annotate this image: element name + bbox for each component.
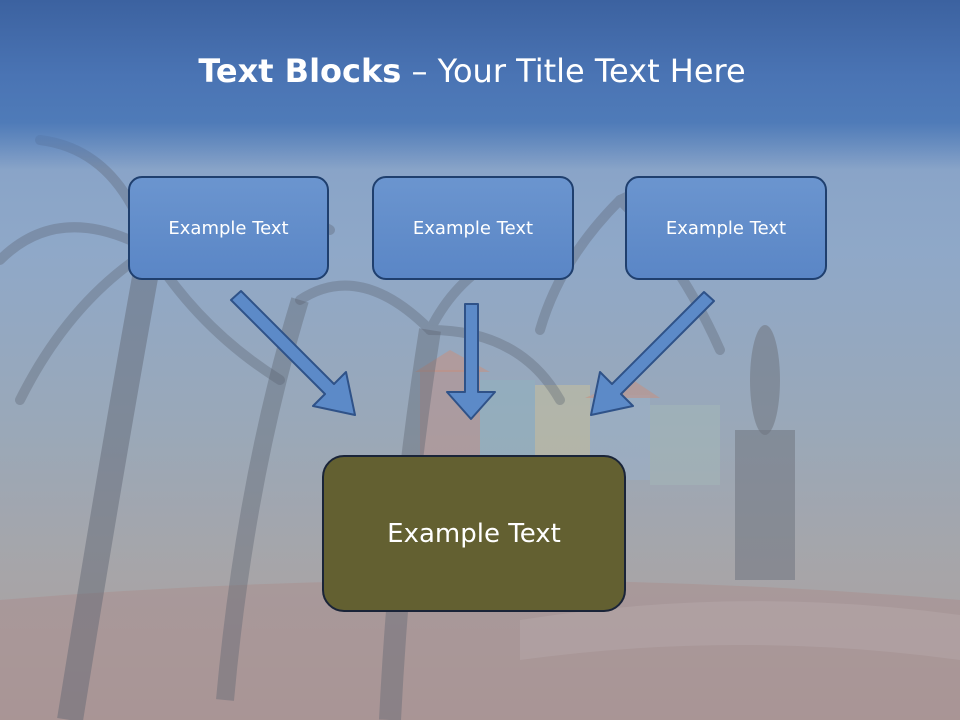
text-block-left-label: Example Text bbox=[168, 217, 289, 239]
text-block-main-label: Example Text bbox=[387, 518, 561, 549]
arrow-center-icon bbox=[446, 303, 496, 420]
title-bold-part: Text Blocks bbox=[198, 52, 402, 90]
text-block-main: Example Text bbox=[322, 455, 626, 612]
title-rest: Your Title Text Here bbox=[437, 52, 746, 90]
arrow-right-icon bbox=[590, 291, 715, 416]
slide-title: Text Blocks – Your Title Text Here bbox=[0, 52, 944, 90]
text-block-right: Example Text bbox=[625, 176, 827, 280]
text-block-center: Example Text bbox=[372, 176, 574, 280]
arrow-left-icon bbox=[230, 290, 356, 416]
text-block-center-label: Example Text bbox=[412, 217, 534, 239]
title-dash: – bbox=[411, 52, 428, 90]
text-block-left: Example Text bbox=[128, 176, 329, 280]
text-block-right-label: Example Text bbox=[665, 217, 787, 239]
title-band bbox=[0, 0, 960, 170]
